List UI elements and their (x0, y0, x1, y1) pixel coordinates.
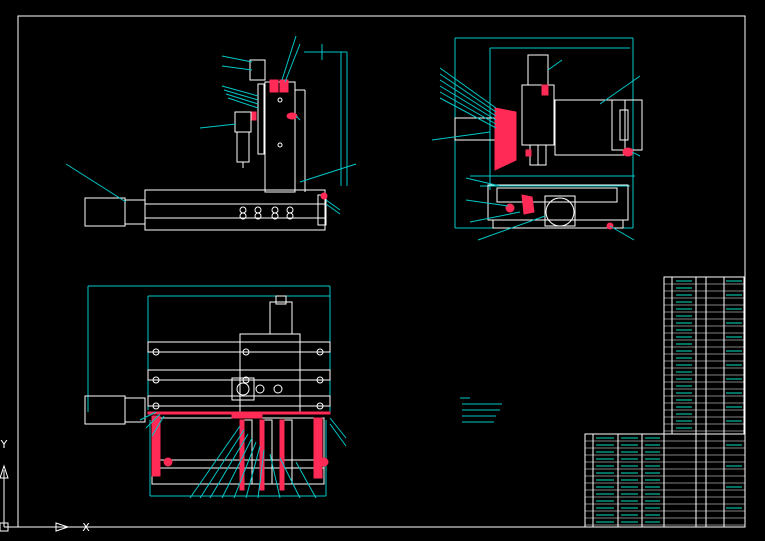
front-view-body (84, 59, 327, 231)
side-view-dimensions (454, 37, 635, 229)
side-view[interactable] (431, 37, 643, 241)
title-block (584, 433, 746, 528)
top-view-dimensions (87, 285, 331, 497)
front-view-dimensions (304, 44, 348, 186)
front-view-bolts (239, 97, 294, 220)
ucs-y-label: Y (0, 438, 8, 451)
top-view-body (84, 295, 331, 485)
top-view[interactable] (84, 285, 347, 499)
ucs-axis-icon (0, 464, 70, 532)
drawing-frame (17, 15, 746, 528)
technical-notes (460, 397, 502, 423)
front-view-leaders (65, 35, 357, 215)
front-view-section-hatch (251, 79, 328, 200)
parts-list-upper (663, 276, 745, 435)
ucs-x-label: X (82, 521, 90, 534)
parts-list-table[interactable] (584, 276, 746, 528)
parts-list-rows (585, 283, 745, 526)
side-view-section-hatch (494, 84, 634, 230)
top-view-bolts (152, 348, 324, 410)
top-view-section-hatch (147, 411, 331, 491)
front-view[interactable] (65, 35, 357, 231)
side-view-body (454, 54, 643, 229)
top-view-leaders (139, 411, 347, 499)
parts-list-text-glyphs (596, 280, 742, 523)
side-view-leaders (431, 59, 641, 241)
frame-border (17, 15, 746, 528)
